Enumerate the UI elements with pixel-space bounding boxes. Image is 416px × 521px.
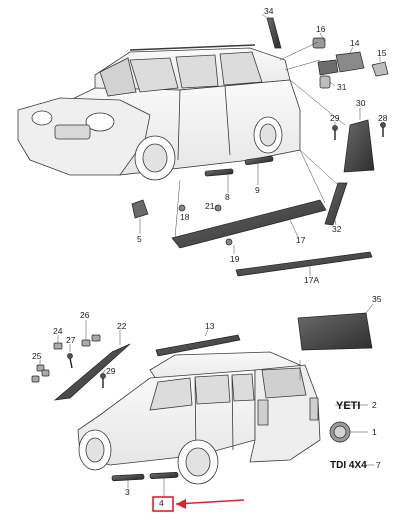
- pillar-strip-22: [53, 343, 131, 401]
- mirror-glass: [317, 59, 339, 76]
- screw-31: [319, 75, 331, 89]
- callout-1: 1: [372, 427, 377, 437]
- callout-13: 13: [205, 321, 215, 331]
- callout-8: 8: [225, 192, 230, 202]
- top-parts: [131, 17, 389, 277]
- bottom-car-illustration: [77, 351, 321, 485]
- pillar-strip-32: [324, 182, 348, 226]
- callout-30: 30: [356, 98, 366, 108]
- top-car-illustration: [17, 44, 301, 181]
- top-leader-lines: [139, 13, 384, 276]
- callout-22: 22: [117, 321, 127, 331]
- arrow-head-icon: [176, 499, 186, 509]
- callout-29-bottom: 29: [106, 366, 116, 376]
- tdi-badge: TDI 4X4: [330, 460, 367, 471]
- pillar-trim-34: [266, 17, 282, 49]
- callout-27: 27: [66, 335, 76, 345]
- badge-lettering: YETI TDI 4X4: [330, 400, 367, 471]
- callout-4: 4: [159, 498, 164, 508]
- callout-21: 21: [205, 201, 215, 211]
- callout-24: 24: [53, 326, 63, 336]
- strip-17a: [235, 251, 373, 277]
- clip-16: [312, 37, 326, 49]
- callout-28: 28: [378, 113, 388, 123]
- callout-5: 5: [137, 234, 142, 244]
- callout-2: 2: [372, 400, 377, 410]
- top-callouts: 34 16 14 15 31 30 29 28 32 8 9 21 18 5 1…: [137, 6, 388, 285]
- highlight-annotation: [152, 496, 245, 512]
- clip-15: [371, 61, 389, 77]
- callout-19: 19: [230, 254, 240, 264]
- bottom-callouts: 35 13 26 24 27 22 25 29 2 1 7 3 4: [32, 294, 382, 508]
- callout-15: 15: [377, 48, 387, 58]
- callout-26: 26: [80, 310, 90, 320]
- highlight-arrow-line: [175, 499, 245, 505]
- roof-strip-13: [155, 334, 241, 357]
- callout-18: 18: [180, 212, 190, 222]
- callout-14: 14: [350, 38, 360, 48]
- callout-32: 32: [332, 224, 342, 234]
- highlight-box: [152, 496, 174, 512]
- callout-7: 7: [376, 460, 381, 470]
- callout-35: 35: [372, 294, 382, 304]
- yeti-badge: YETI: [336, 400, 360, 412]
- callout-25: 25: [32, 351, 42, 361]
- bottom-leader-lines: [39, 303, 374, 497]
- c-pillar-panel-30: [343, 119, 375, 173]
- callout-17: 17: [296, 235, 306, 245]
- callout-34: 34: [264, 6, 274, 16]
- callout-3: 3: [125, 487, 130, 497]
- callout-16: 16: [316, 24, 326, 34]
- callout-9: 9: [255, 185, 260, 195]
- side-moulding-17: [171, 199, 327, 249]
- callout-31: 31: [337, 82, 347, 92]
- callout-29: 29: [330, 113, 340, 123]
- callout-17a: 17A: [304, 275, 319, 285]
- rear-window-35: [297, 312, 373, 351]
- cap-5: [131, 199, 149, 219]
- mirror-housing-14: [335, 51, 365, 73]
